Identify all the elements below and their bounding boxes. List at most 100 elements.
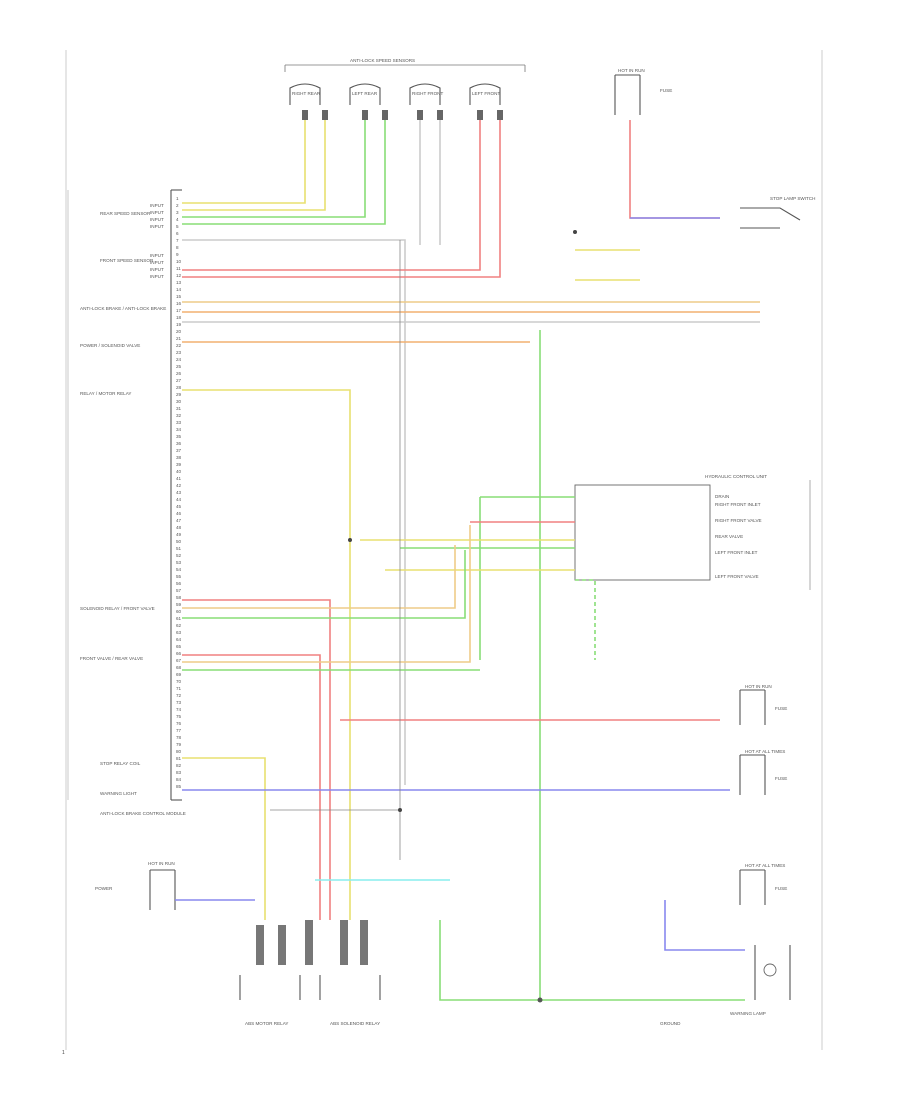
solenoid-wires [182,525,730,920]
svg-text:RIGHT FRONT VALVE: RIGHT FRONT VALVE [715,518,762,523]
pin-number: 23 [176,350,182,355]
pin-number: 57 [176,588,182,593]
pin-number: 56 [176,581,182,586]
pin-number: 43 [176,490,182,495]
svg-text:HOT AT ALL TIMES: HOT AT ALL TIMES [745,749,785,754]
svg-text:HOT AT ALL TIMES: HOT AT ALL TIMES [745,863,785,868]
pin-number: 25 [176,364,182,369]
bottom-green-wire [439,920,745,1001]
pin-number: 36 [176,441,182,446]
svg-text:INPUT: INPUT [150,210,164,215]
svg-text:INPUT: INPUT [150,224,164,229]
module-pin-numbers: 1234567891011121314151617181920212223242… [176,196,182,789]
pin-number: 55 [176,574,182,579]
top-right-fuse: HOT IN RUN FUSE STOP LAMP SWITCH [575,68,815,281]
svg-text:LEFT FRONT: LEFT FRONT [472,91,500,96]
pin-number: 21 [176,336,182,341]
pin-number: 51 [176,546,182,551]
group-label-motor-relay: RELAY / MOTOR RELAY [80,391,131,396]
pin-number: 9 [176,252,179,257]
module-group-labels: REAR SPEED SENSOR FRONT SPEED SENSOR ANT… [80,211,166,796]
svg-text:HOT IN RUN: HOT IN RUN [745,684,772,689]
ground-label: GROUND [660,1021,681,1026]
pin-number: 7 [176,238,179,243]
pin-number: 46 [176,511,182,516]
group-label-valves: FRONT VALVE / REAR VALVE [80,656,143,661]
svg-text:POWER: POWER [95,886,113,891]
pin-number: 32 [176,413,182,418]
pin-number: 60 [176,609,182,614]
pin-number: 58 [176,595,182,600]
pin-number: 17 [176,308,182,313]
pin-number: 75 [176,714,182,719]
svg-text:FUSE: FUSE [775,706,787,711]
warning-lamp-label: WARNING LAMP [730,1011,766,1016]
pin-number: 38 [176,455,182,460]
pin-number: 31 [176,406,182,411]
pin-number: 61 [176,616,182,621]
pin-number: 52 [176,553,182,558]
pin-number: 4 [176,217,179,222]
pin-number: 63 [176,630,182,635]
fuse-label: FUSE [660,88,672,93]
svg-text:INPUT: INPUT [150,260,164,265]
svg-text:INPUT: INPUT [150,267,164,272]
group-label-solenoid-relay: SOLENOID RELAY / FRONT VALVE [80,606,155,611]
svg-text:RIGHT FRONT: RIGHT FRONT [412,91,443,96]
pin-number: 24 [176,357,182,362]
pin-number: 66 [176,651,182,656]
module-pin-labels: INPUT INPUT INPUT INPUT INPUT INPUT INPU… [150,203,164,279]
pin-number: 3 [176,210,179,215]
pin-number: 71 [176,686,182,691]
module-horizontal-wires [182,301,760,920]
pin-number: 49 [176,532,182,537]
pin-number: 72 [176,693,182,698]
pin-number: 13 [176,280,182,285]
abs-control-module: 1234567891011121314151617181920212223242… [67,189,186,816]
pin-number: 54 [176,567,182,572]
abs-solenoid-relay: ABS SOLENOID RELAY [305,920,381,1026]
corner-mark: 1 [62,1050,65,1056]
pin-number: 70 [176,679,182,684]
pin-number: 2 [176,203,179,208]
pin-number: 47 [176,518,182,523]
hydraulic-control-unit: HYDRAULIC CONTROL UNIT DRAIN RIGHT FRONT… [360,474,811,660]
motor-relay-label: ABS MOTOR RELAY [245,1021,288,1026]
sensor-wires [182,120,501,785]
svg-text:REAR VALVE: REAR VALVE [715,534,743,539]
group-label-front-speed: FRONT SPEED SENSOR [100,258,154,263]
pin-number: 6 [176,231,179,236]
abs-motor-relay: ABS MOTOR RELAY [239,925,301,1026]
svg-text:INPUT: INPUT [150,203,164,208]
pin-number: 48 [176,525,182,530]
group-label-warning: WARNING LIGHT [100,791,137,796]
svg-text:INPUT: INPUT [150,274,164,279]
group-label-solenoid: POWER / SOLENOID VALVE [80,343,140,348]
pin-number: 18 [176,315,182,320]
pin-number: 10 [176,259,182,264]
pin-number: 8 [176,245,179,250]
module-label: ANTI-LOCK BRAKE CONTROL MODULE [100,811,186,816]
hydraulic-unit-label: HYDRAULIC CONTROL UNIT [705,474,767,479]
pin-number: 39 [176,462,182,467]
pin-number: 26 [176,371,182,376]
svg-text:DRAIN: DRAIN [715,494,729,499]
pin-number: 27 [176,378,182,383]
pin-number: 67 [176,658,182,663]
svg-text:LEFT FRONT VALVE: LEFT FRONT VALVE [715,574,759,579]
pin-number: 69 [176,672,182,677]
sensor-pin-markers [302,110,503,120]
warning-lamp: WARNING LAMP [664,900,791,1016]
svg-text:FUSE: FUSE [775,776,787,781]
pin-number: 28 [176,385,182,390]
pin-number: 81 [176,756,182,761]
pin-number: 83 [176,770,182,775]
pin-number: 50 [176,539,182,544]
pin-number: 45 [176,504,182,509]
svg-text:INPUT: INPUT [150,217,164,222]
group-label-stop-relay: STOP RELAY COIL [100,761,141,766]
pin-number: 42 [176,483,182,488]
pin-number: 68 [176,665,182,670]
hot-run-label: HOT IN RUN [618,68,645,73]
